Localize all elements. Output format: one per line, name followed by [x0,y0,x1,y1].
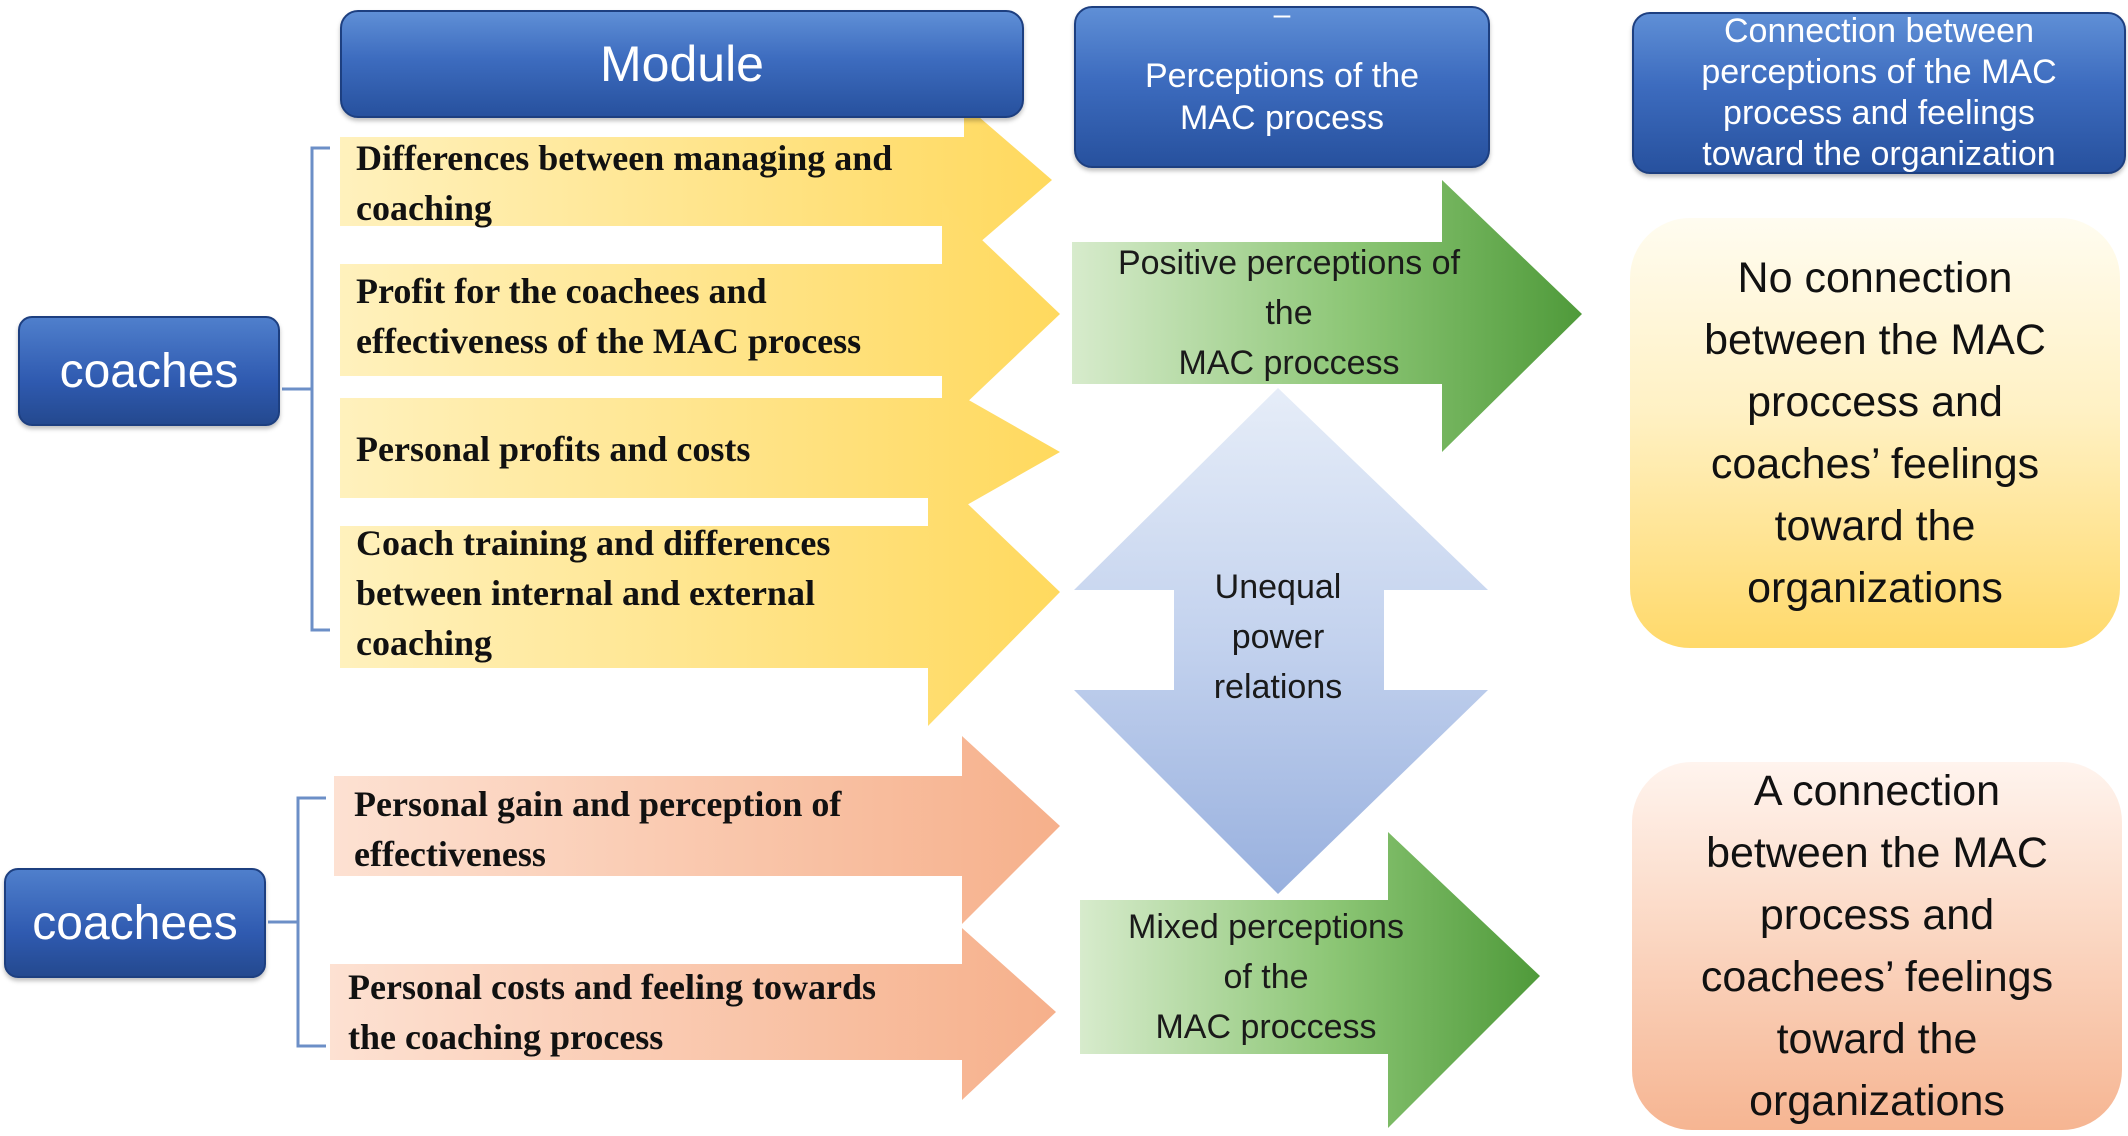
module-arrow-2 [340,202,1060,426]
module-arrow-1 [340,104,1052,256]
connection-header-label: Connection between perceptions of the MA… [1701,12,2057,173]
coaches-result-line: No connection [1737,254,2013,302]
coachee-module-2-line2: the coaching process [348,1017,664,1057]
coaches-brace [282,146,330,632]
coachee-module-2-text: Personal costs and feeling towards the c… [348,962,876,1062]
coaches-result-line: coaches’ feelings [1710,440,2040,488]
positive-perception-text: Positive perceptions of the MAC proccess [1072,238,1506,388]
mixed-perception-line1: Mixed perceptions [1128,908,1404,946]
coach-module-1-text: Differences between managing and coachin… [356,133,892,233]
coachees-result-line: process and [1759,891,1995,939]
coachees-result-line: organizations [1749,1077,2005,1125]
module-header-label: Module [600,36,764,92]
coachees-group-box: coachees [4,868,266,978]
coaches-result-line: organizations [1747,564,2003,612]
unequal-power-line3: relations [1213,668,1343,706]
positive-perception-line3: MAC proccess [1178,344,1400,382]
coachee-module-2-line1: Personal costs and feeling towards [348,967,876,1007]
coach-module-4-text: Coach training and differences between i… [356,518,830,668]
mixed-perception-line2: of the [1223,958,1309,996]
module-arrow-3 [340,386,1060,518]
coaches-result-text: No connection between the MAC proccess a… [1704,247,2046,619]
coach-module-1-line2: coaching [356,188,493,228]
coaches-group-box: coaches [18,316,280,426]
mixed-perception-text: Mixed perceptions of the MAC proccess [1080,902,1452,1052]
coach-module-4-line2: between internal and external [356,573,815,613]
coaches-result-line: proccess and [1747,378,2003,426]
module-arrow-6 [330,928,1056,1100]
module-header: Module [340,10,1024,118]
coaches-result-line: between the MAC [1704,316,2046,364]
coaches-result-line: toward the [1774,502,1976,550]
coach-module-2-line2: effectiveness of the MAC process [356,321,862,361]
coachees-result-line: toward the [1776,1015,1978,1063]
perceptions-header-label: Perceptions of the MAC process [1144,57,1420,137]
coachee-module-1-line1: Personal gain and perception of [354,784,842,824]
mixed-perception-arrow [1080,832,1540,1128]
coach-module-4-line3: coaching [356,623,493,663]
module-arrow-4 [340,466,1060,726]
unequal-power-double-arrow [1074,388,1488,894]
coach-module-2-line1: Profit for the coachees and [356,271,767,311]
positive-perception-line1: Positive perceptions of [1117,244,1461,282]
coach-module-1-line1: Differences between managing and [356,138,893,178]
coachees-brace [268,796,326,1048]
coach-module-4-line1: Coach training and differences [356,523,831,563]
mixed-perception-line3: MAC proccess [1155,1008,1377,1046]
coach-module-3-text: Personal profits and costs [356,424,750,474]
coaches-group-label: coaches [59,344,239,398]
positive-perception-arrow [1072,180,1582,452]
coachees-result-line: between the MAC [1706,829,2048,877]
unequal-power-line1: Unequal [1214,568,1342,606]
coachees-group-label: coachees [32,896,238,950]
module-arrow-5 [334,736,1060,924]
connection-header: Connection between perceptions of the MA… [1632,12,2126,174]
coach-module-3-line1: Personal profits and costs [356,429,751,469]
coaches-result-box: No connection between the MAC proccess a… [1630,218,2120,648]
coachees-result-box: A connection between the MAC process and… [1632,762,2122,1130]
coachees-result-line: A connection [1753,767,2001,815]
perceptions-header: – Perceptions of the MAC process [1074,0,1490,168]
coachees-result-line: coachees’ feelings [1700,953,2054,1001]
perceptions-header-dash: – [1273,0,1291,31]
positive-perception-line2: the [1265,294,1313,332]
coachee-module-1-line2: effectiveness [354,834,546,874]
unequal-power-text: Unequal power relations [1176,562,1380,712]
unequal-power-line2: power [1231,618,1325,656]
coach-module-2-text: Profit for the coachees and effectivenes… [356,266,861,366]
coachee-module-1-text: Personal gain and perception of effectiv… [354,779,841,879]
coachees-result-text: A connection between the MAC process and… [1701,760,2053,1132]
